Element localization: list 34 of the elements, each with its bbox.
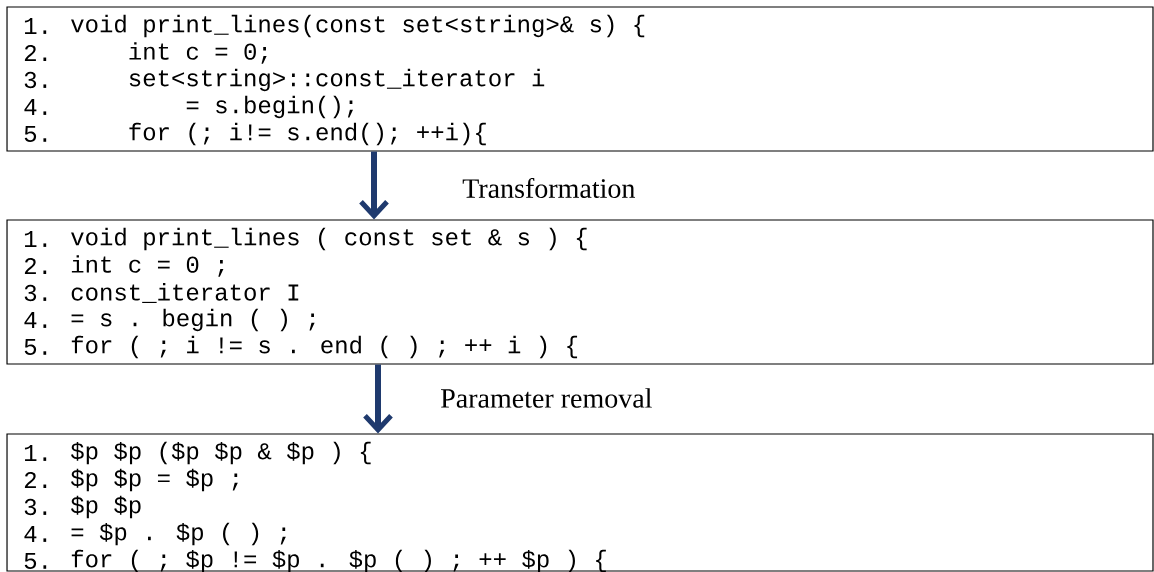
line-number: 2. — [24, 258, 47, 274]
code-line: = $p . $p ( ) ; — [71, 522, 286, 546]
code-line: for (; i!= s.end(); ++i){ — [129, 122, 486, 146]
code-line: $p $p ($p $p & $p ) { — [71, 441, 371, 465]
line-number: 5. — [24, 125, 47, 142]
line-number: 3. — [24, 498, 47, 516]
code-line: for ( ; i != s . end ( ) ; ++ i ) { — [71, 335, 578, 359]
line-number: 1. — [24, 445, 47, 461]
code-line: $p $p — [71, 495, 141, 519]
line-number: 5. — [24, 552, 47, 569]
line-number: 3. — [24, 71, 47, 89]
code-line: $p $p = $p ; — [71, 468, 238, 492]
code-line: int c = 0; — [129, 42, 267, 64]
code-line: = s.begin(); — [186, 95, 353, 119]
code-line: void print_lines ( const set & s ) { — [71, 227, 587, 251]
line-number: 1. — [24, 18, 47, 34]
arrow — [363, 364, 393, 434]
line-number: 4. — [24, 312, 47, 328]
line-number: 2. — [24, 472, 47, 488]
edge-label: Transformation — [461, 177, 637, 199]
edge-label: Parameter removal — [439, 387, 654, 409]
line-number: 4. — [24, 526, 47, 542]
code-line: for ( ; $p != $p . $p ( ) ; ++ $p ) { — [71, 549, 606, 572]
code-line: set<string>::const_iterator i — [129, 68, 545, 92]
line-number: 5. — [24, 338, 47, 355]
code-line: void print_lines(const set<string>& s) { — [71, 14, 645, 38]
code-line: const_iterator I — [71, 283, 299, 303]
line-number: 2. — [24, 45, 47, 61]
line-number: 1. — [24, 231, 47, 247]
line-number: 4. — [24, 99, 47, 115]
code-line: = s . begin ( ) ; — [71, 308, 315, 332]
line-number: 3. — [24, 284, 47, 302]
arrow — [359, 151, 389, 220]
code-line: int c = 0 ; — [71, 255, 224, 277]
